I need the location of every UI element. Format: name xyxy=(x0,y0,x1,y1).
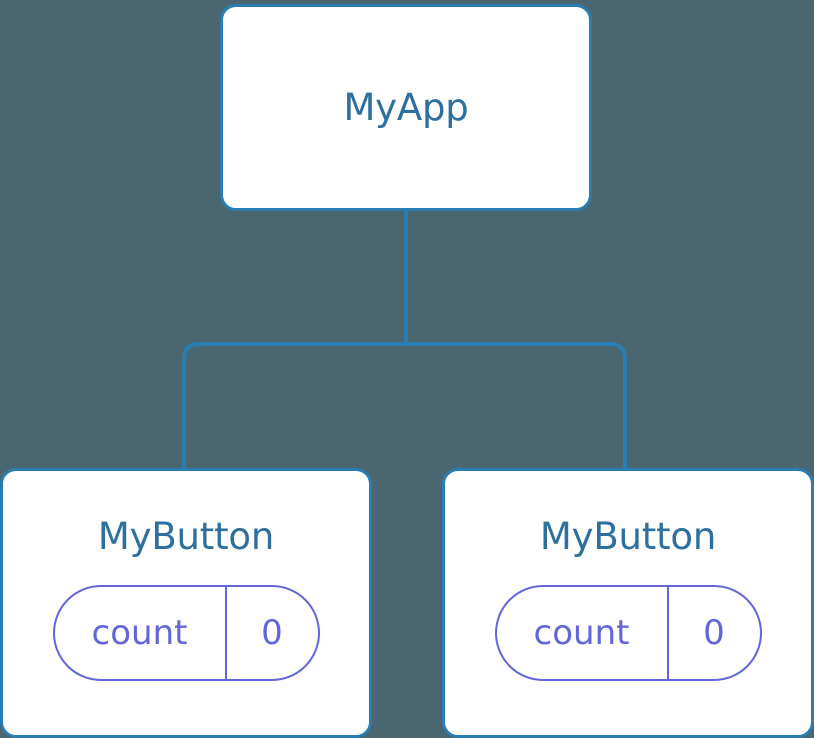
edge-root-to-child-0 xyxy=(182,342,406,470)
state-pill-child-0[interactable]: count 0 xyxy=(52,585,320,681)
node-title-child-0: MyButton xyxy=(97,515,275,558)
node-title-root: MyApp xyxy=(343,86,469,129)
state-value-child-1: 0 xyxy=(703,613,725,653)
tree-node-root[interactable]: MyApp xyxy=(220,4,592,211)
tree-node-child-0[interactable]: MyButton count 0 xyxy=(0,468,372,738)
edge-root-to-child-1 xyxy=(406,342,627,470)
tree-node-child-1[interactable]: MyButton count 0 xyxy=(442,468,814,738)
state-key-child-1: count xyxy=(497,587,669,679)
state-pill-child-1[interactable]: count 0 xyxy=(494,585,762,681)
state-key-child-0: count xyxy=(55,587,227,679)
node-title-child-1: MyButton xyxy=(539,515,717,558)
state-value-child-0: 0 xyxy=(261,613,283,653)
